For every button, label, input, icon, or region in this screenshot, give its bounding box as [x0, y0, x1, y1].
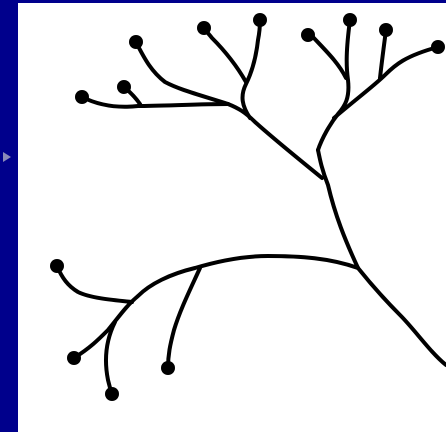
leaf-node — [161, 361, 175, 375]
leaf-node — [129, 35, 143, 49]
branch-right — [318, 20, 350, 150]
leaf-node — [431, 40, 445, 54]
leaf-node — [253, 13, 267, 27]
leaf-node — [105, 387, 119, 401]
branch-lower-4 — [168, 268, 200, 368]
leaf-node — [75, 90, 89, 104]
leaf-node — [197, 21, 211, 35]
branch-mid-left — [243, 20, 260, 118]
branch-right-2 — [312, 36, 346, 78]
tree-branches — [57, 20, 446, 394]
leaf-node — [117, 80, 131, 94]
leaf-node — [379, 23, 393, 37]
branch-left-tip-3 — [136, 42, 228, 104]
leaf-node — [301, 28, 315, 42]
leaf-node — [67, 351, 81, 365]
branch-right-4 — [380, 30, 386, 78]
branch-lower — [74, 256, 358, 358]
branch-trunk — [358, 268, 446, 365]
branch-mid-left-2 — [204, 28, 246, 82]
branch-lower-2 — [57, 266, 132, 302]
branch-upper-left — [228, 104, 322, 178]
leaf-node — [50, 259, 64, 273]
leaf-node — [343, 13, 357, 27]
branch-trunk-upper — [318, 150, 358, 268]
